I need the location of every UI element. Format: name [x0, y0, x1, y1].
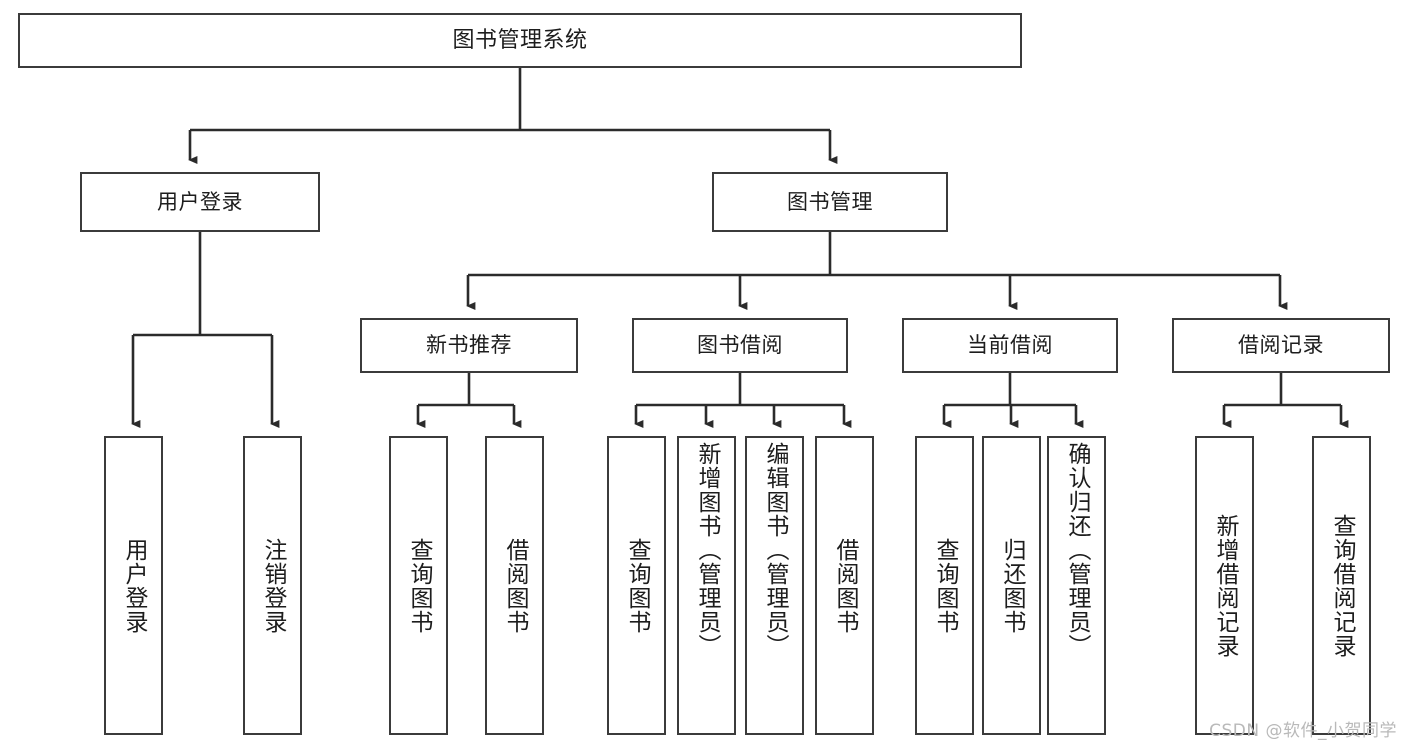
node-root[interactable]: 图书管理系统: [18, 13, 1022, 68]
node-user-login-label: 用户登录: [157, 189, 243, 214]
node-book-manage-label: 图书管理: [787, 189, 873, 214]
node-leaf-query-book-rec-label: 查询图书: [406, 537, 432, 634]
node-user-login[interactable]: 用户登录: [80, 172, 320, 232]
node-borrow-record[interactable]: 借阅记录: [1172, 318, 1390, 373]
node-leaf-query-book-bb-label: 查询图书: [624, 537, 650, 634]
node-current-borrow-label: 当前借阅: [967, 333, 1053, 358]
node-leaf-borrow-book-bb[interactable]: 借阅图书: [815, 436, 874, 735]
node-leaf-logout[interactable]: 注销登录: [243, 436, 302, 735]
node-borrow-record-label: 借阅记录: [1238, 333, 1324, 358]
node-leaf-query-book-cb-label: 查询图书: [932, 537, 958, 634]
node-leaf-return-book-label: 归还图书: [999, 537, 1025, 634]
node-root-label: 图书管理系统: [452, 27, 588, 53]
csdn-watermark: CSDN @软件_小贺同学: [1209, 721, 1397, 741]
node-new-book-recommend-label: 新书推荐: [426, 333, 512, 358]
node-book-borrow-label: 图书借阅: [697, 333, 783, 358]
node-leaf-add-record-label: 新增借阅记录: [1212, 513, 1238, 658]
node-current-borrow[interactable]: 当前借阅: [902, 318, 1118, 373]
node-leaf-return-book[interactable]: 归还图书: [982, 436, 1041, 735]
node-leaf-query-book-bb[interactable]: 查询图书: [607, 436, 666, 735]
node-book-borrow[interactable]: 图书借阅: [632, 318, 848, 373]
node-leaf-confirm-return-label: 确认归还（管理员）: [1064, 442, 1090, 658]
node-leaf-query-book-cb[interactable]: 查询图书: [915, 436, 974, 735]
node-leaf-query-book-rec[interactable]: 查询图书: [389, 436, 448, 735]
node-leaf-edit-book-label: 编辑图书（管理员）: [762, 442, 788, 658]
node-leaf-add-record[interactable]: 新增借阅记录: [1195, 436, 1254, 735]
node-leaf-logout-label: 注销登录: [260, 537, 286, 634]
node-leaf-borrow-book-rec-label: 借阅图书: [502, 537, 528, 634]
node-leaf-confirm-return[interactable]: 确认归还（管理员）: [1047, 436, 1106, 735]
node-leaf-user-login[interactable]: 用户登录: [104, 436, 163, 735]
node-leaf-edit-book[interactable]: 编辑图书（管理员）: [745, 436, 804, 735]
node-leaf-query-record[interactable]: 查询借阅记录: [1312, 436, 1371, 735]
node-book-manage[interactable]: 图书管理: [712, 172, 948, 232]
node-leaf-add-book[interactable]: 新增图书（管理员）: [677, 436, 736, 735]
node-leaf-add-book-label: 新增图书（管理员）: [694, 442, 720, 658]
node-leaf-user-login-label: 用户登录: [121, 537, 147, 634]
node-leaf-query-record-label: 查询借阅记录: [1329, 513, 1355, 658]
node-leaf-borrow-book-bb-label: 借阅图书: [832, 537, 858, 634]
node-leaf-borrow-book-rec[interactable]: 借阅图书: [485, 436, 544, 735]
node-new-book-recommend[interactable]: 新书推荐: [360, 318, 578, 373]
